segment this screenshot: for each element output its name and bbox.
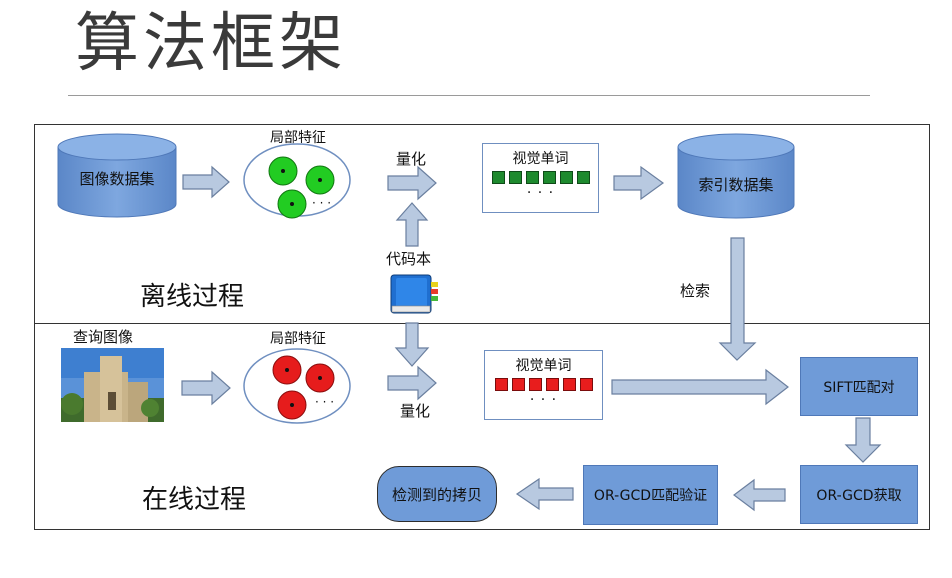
- word-square: [511, 378, 525, 391]
- arrow-features-to-words: [387, 165, 437, 201]
- query-image: [61, 348, 164, 422]
- word-square: [491, 171, 505, 184]
- offline-section-label: 离线过程: [140, 282, 245, 312]
- arrow-codebook-down: [394, 322, 430, 367]
- online-quantize-label: 量化: [400, 402, 431, 420]
- index-cylinder: [677, 133, 795, 219]
- title-divider: [68, 95, 870, 96]
- arrow-query-to-features: [181, 370, 231, 406]
- diagram-frame: [34, 124, 930, 530]
- section-divider: [34, 323, 930, 324]
- dataset-label: 图像数据集: [79, 170, 155, 188]
- online-features-ellipse: [243, 348, 351, 424]
- offline-features-label: 局部特征: [270, 130, 326, 146]
- arrow-words-to-sift: [611, 368, 789, 406]
- arrow-verify-to-detected: [515, 477, 574, 511]
- online-word-squares: [485, 378, 602, 391]
- page-title: 算法框架: [75, 7, 347, 81]
- offline-visual-words-box: 视觉单词 · · ·: [482, 143, 599, 213]
- offline-visual-words-title: 视觉单词: [512, 151, 569, 167]
- offline-features-ellipse: [243, 143, 351, 219]
- word-square: [528, 378, 542, 391]
- online-features-ellipsis: · · ·: [315, 395, 335, 409]
- offline-word-ellipsis: · · ·: [526, 185, 555, 201]
- offline-word-squares: [483, 171, 598, 184]
- orgcd-verify-box: OR-GCD匹配验证: [583, 465, 718, 525]
- word-square: [562, 378, 576, 391]
- word-square: [545, 378, 559, 391]
- word-square: [542, 171, 556, 184]
- offline-quantize-label: 量化: [396, 150, 427, 168]
- arrow-codebook-up: [395, 202, 429, 247]
- online-word-ellipsis: · · ·: [529, 392, 558, 408]
- sift-match-box: SIFT匹配对: [800, 357, 918, 416]
- retrieve-label: 检索: [680, 282, 711, 300]
- word-square: [508, 171, 522, 184]
- detected-copies-pill: 检测到的拷贝: [377, 466, 497, 522]
- arrow-words-to-index: [613, 165, 665, 201]
- online-section-label: 在线过程: [142, 485, 247, 515]
- arrow-sift-to-get: [844, 417, 882, 463]
- query-label: 查询图像: [73, 328, 134, 346]
- word-square: [579, 378, 593, 391]
- word-square: [525, 171, 539, 184]
- arrow-dataset-to-features: [182, 165, 230, 199]
- arrow-get-to-verify: [733, 478, 786, 512]
- codebook-label: 代码本: [386, 250, 432, 268]
- online-features-label: 局部特征: [270, 331, 326, 347]
- word-square: [494, 378, 508, 391]
- word-square: [559, 171, 573, 184]
- arrow-online-features-to-words: [387, 365, 437, 401]
- index-label: 索引数据集: [698, 176, 774, 194]
- word-square: [576, 171, 590, 184]
- dataset-cylinder: [57, 133, 177, 218]
- book-icon: [390, 274, 438, 314]
- orgcd-get-box: OR-GCD获取: [800, 465, 918, 524]
- online-visual-words-title: 视觉单词: [515, 358, 572, 374]
- offline-features-ellipsis: · · ·: [312, 196, 332, 210]
- online-visual-words-box: 视觉单词 · · ·: [484, 350, 603, 420]
- arrow-index-to-sift: [718, 237, 757, 361]
